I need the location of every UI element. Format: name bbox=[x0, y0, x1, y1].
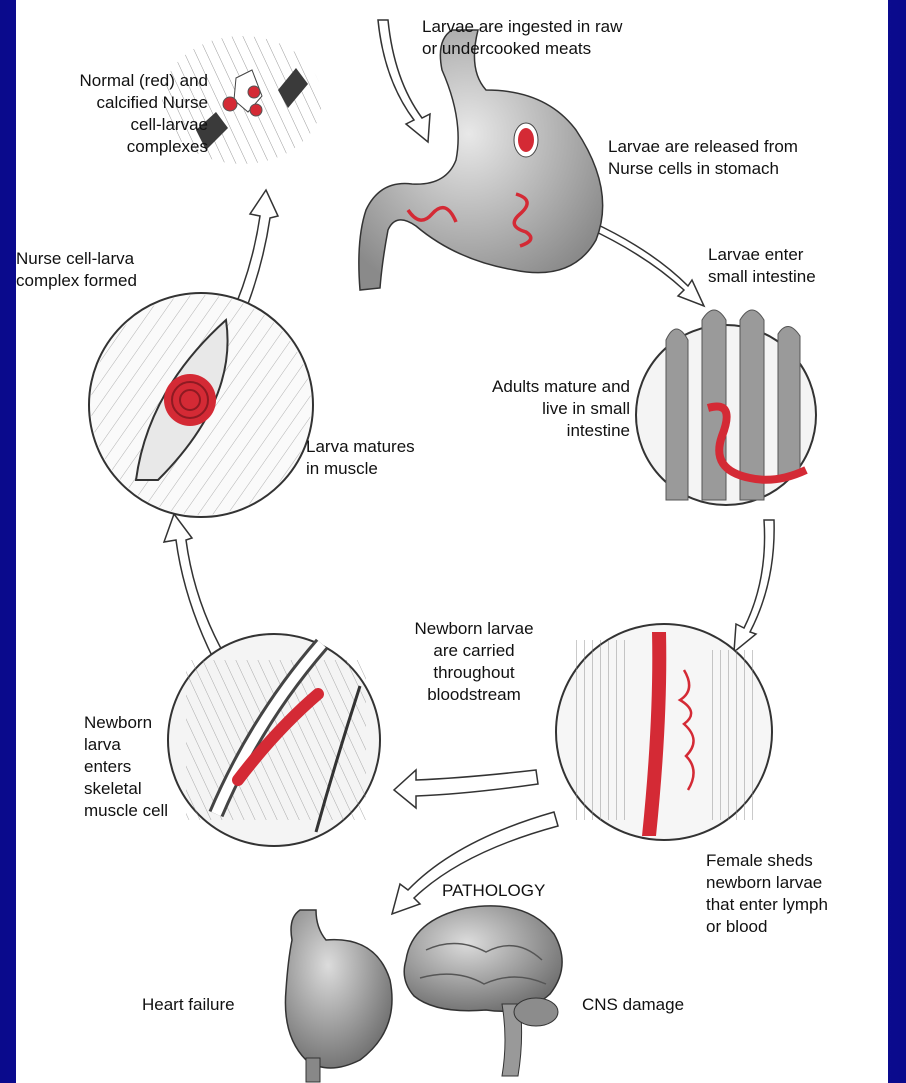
arrow-female-to-muscle bbox=[394, 770, 538, 808]
label-larva-matures: Larva matures in muscle bbox=[306, 436, 476, 480]
label-newborn-enters: Newborn larva enters skeletal muscle cel… bbox=[84, 712, 194, 822]
small-intestine-circle bbox=[636, 310, 816, 505]
label-released: Larvae are released from Nurse cells in … bbox=[608, 136, 868, 180]
label-pathology: PATHOLOGY bbox=[442, 880, 602, 902]
female-in-tissue-circle bbox=[556, 624, 772, 840]
label-female-sheds: Female sheds newborn larvae that enter l… bbox=[706, 850, 886, 938]
label-cns-damage: CNS damage bbox=[582, 994, 712, 1016]
label-nurse-formed: Nurse cell-larva complex formed bbox=[16, 248, 206, 292]
arrow-muscle-to-nurse bbox=[164, 514, 224, 660]
nurse-cell-circle bbox=[89, 293, 313, 517]
arrow-stomach-to-intestine bbox=[588, 222, 704, 306]
label-adults-mature: Adults mature and live in small intestin… bbox=[434, 376, 630, 442]
heart-illustration bbox=[285, 910, 392, 1082]
diagram-panel: Normal (red) and calcified Nurse cell-la… bbox=[16, 0, 888, 1083]
label-heart-failure: Heart failure bbox=[142, 994, 272, 1016]
brain-illustration bbox=[404, 906, 562, 1076]
label-enter-intestine: Larvae enter small intestine bbox=[708, 244, 878, 288]
skeletal-muscle-circle bbox=[168, 634, 380, 846]
label-ingested: Larvae are ingested in raw or undercooke… bbox=[422, 16, 722, 60]
arrow-intestine-to-female bbox=[734, 520, 774, 652]
label-normal-calcified: Normal (red) and calcified Nurse cell-la… bbox=[28, 70, 208, 158]
label-newborn-carried: Newborn larvae are carried throughout bl… bbox=[394, 618, 554, 706]
